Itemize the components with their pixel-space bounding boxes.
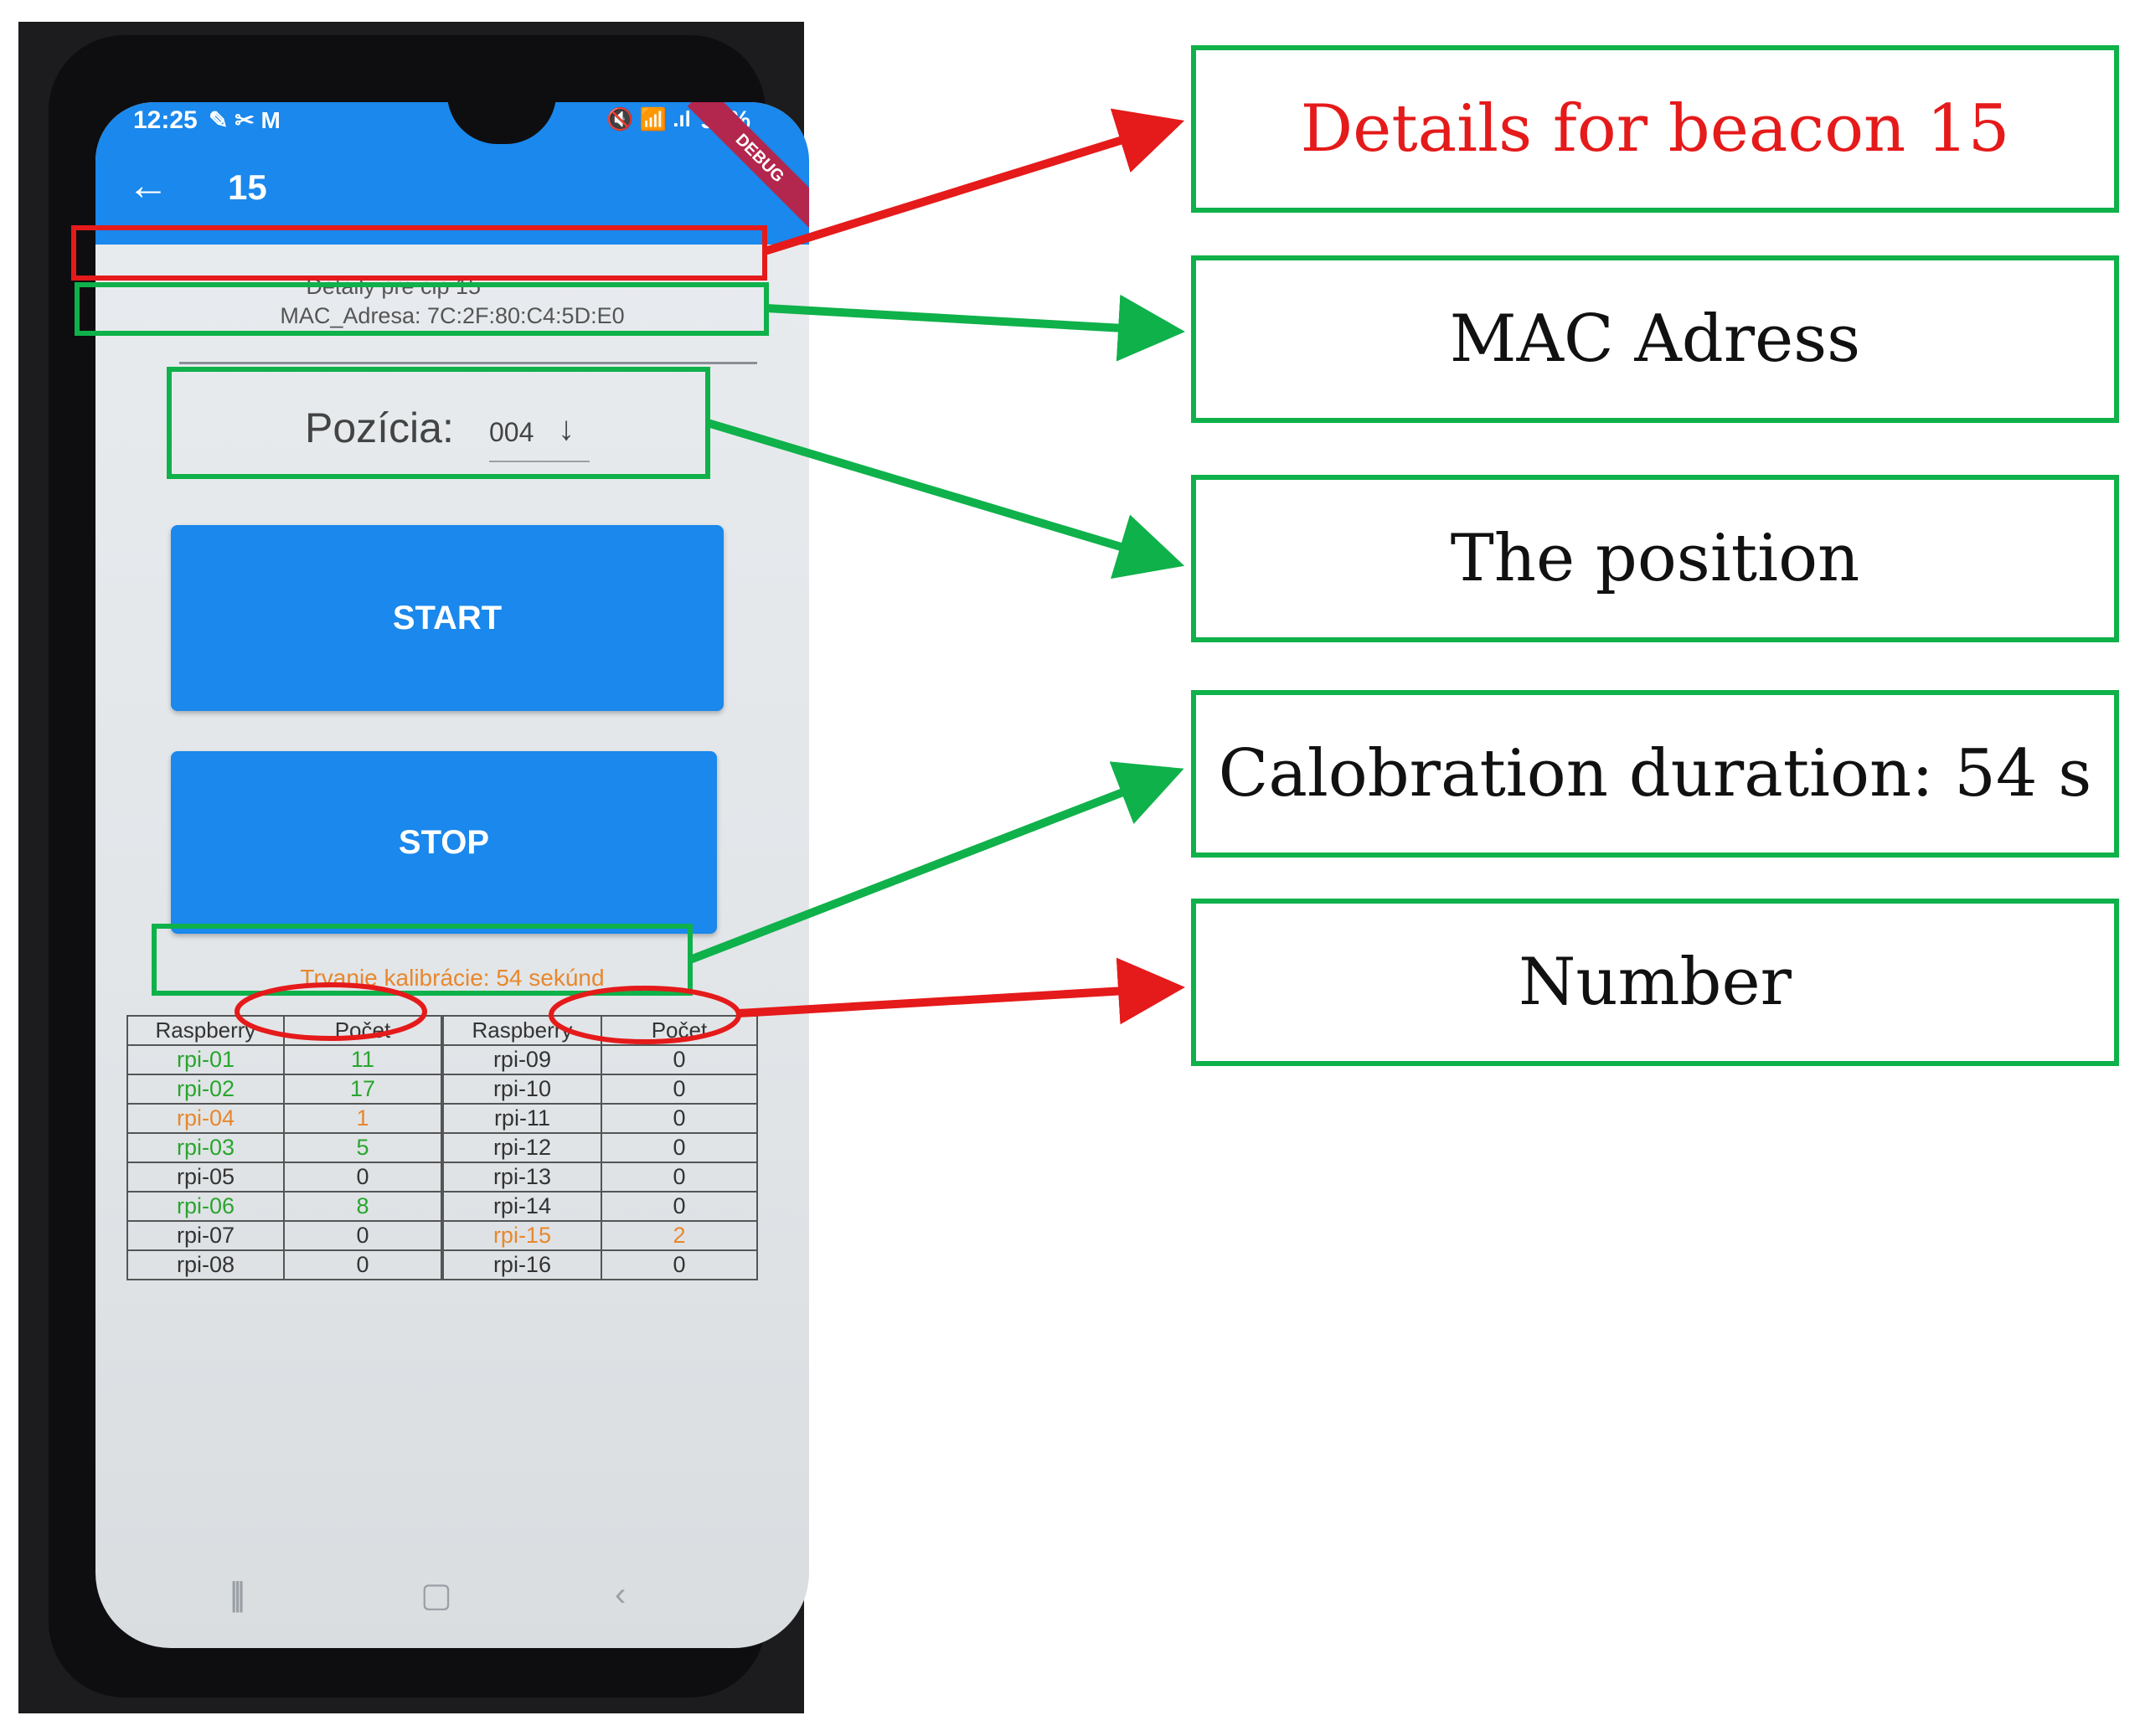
raspberry-name-cell: rpi-15 [442,1220,602,1251]
raspberry-name-cell: rpi-16 [442,1249,602,1280]
start-button[interactable]: START [171,525,724,711]
count-cell: 0 [600,1074,759,1105]
app-bar: 12:25 ✎ ✂ M 🔇 📶 .ıl 98% DEBUG ← 15 [95,102,809,245]
divider [179,362,757,364]
arrow-mac [766,294,1185,362]
position-dropdown[interactable]: 004 ↓ [489,410,590,462]
annotation-position: The position [1191,475,2119,642]
count-cell: 2 [600,1220,759,1251]
raspberry-name-cell: rpi-06 [126,1191,285,1222]
arrow-details [763,108,1185,255]
count-cell: 0 [600,1162,759,1193]
phone-photo: 12:25 ✎ ✂ M 🔇 📶 .ıl 98% DEBUG ← 15 Detai… [18,22,809,1713]
annotation-number: Number [1191,899,2119,1066]
calibration-duration-text: Trvanie kalibrácie: 54 sekúnd [300,965,605,991]
raspberry-name-cell: rpi-13 [442,1162,602,1193]
column-header-raspberry: Raspberry [442,1015,602,1046]
recent-apps-icon[interactable]: ||| [229,1576,245,1613]
count-cell: 0 [282,1220,443,1251]
count-cell: 0 [282,1249,443,1280]
count-cell: 0 [600,1132,759,1163]
count-cell: 11 [282,1044,443,1075]
raspberry-name-cell: rpi-01 [126,1044,285,1075]
back-arrow-icon[interactable]: ← [127,162,169,209]
raspberry-name-cell: rpi-09 [442,1044,602,1075]
column-header-count: Počet [600,1015,759,1046]
status-signal-icons: 🔇 📶 .ıl [606,106,691,131]
column-header-raspberry: Raspberry [126,1015,285,1046]
raspberry-name-cell: rpi-02 [126,1074,285,1105]
count-cell: 0 [282,1162,443,1193]
annotation-mac-address: MAC Adress [1191,255,2119,423]
raspberry-name-cell: rpi-14 [442,1191,602,1222]
raspberry-name-cell: rpi-12 [442,1132,602,1163]
position-label: Pozícia: [305,404,454,451]
count-cell: 0 [600,1191,759,1222]
raspberry-name-cell: rpi-04 [126,1103,285,1134]
count-cell: 17 [282,1074,443,1105]
column-header-count: Počet [282,1015,443,1046]
raspberry-name-cell: rpi-10 [442,1074,602,1105]
count-cell: 0 [600,1103,759,1134]
annotation-details: Details for beacon 15 [1191,45,2119,213]
mac-address-text: MAC_Adresa: 7C:2F:80:C4:5D:E0 [280,303,625,328]
arrow-down-icon: ↓ [558,410,575,447]
raspberry-name-cell: rpi-03 [126,1132,285,1163]
nav-back-icon[interactable]: ‹ [615,1576,627,1613]
annotation-calibration: Calobration duration: 54 s [1191,690,2119,858]
raspberry-name-cell: rpi-11 [442,1103,602,1134]
details-title: Detaily pre cip 15 [306,274,481,299]
android-nav-bar: ||| ▢ ‹ [95,1576,809,1626]
status-notification-icons: ✎ ✂ M [209,107,281,133]
phone-screen: 12:25 ✎ ✂ M 🔇 📶 .ıl 98% DEBUG ← 15 Detai… [95,102,809,1648]
home-icon[interactable]: ▢ [420,1577,452,1614]
raspberry-name-cell: rpi-05 [126,1162,285,1193]
position-value: 004 [489,417,534,447]
status-time: 12:25 [133,106,198,134]
count-cell: 0 [600,1249,759,1280]
count-cell: 1 [282,1103,443,1134]
raspberry-name-cell: rpi-07 [126,1220,285,1251]
count-cell: 5 [282,1132,443,1163]
count-cell: 0 [600,1044,759,1075]
stop-button[interactable]: STOP [171,751,717,934]
app-bar-title: 15 [228,167,267,207]
raspberry-name-cell: rpi-08 [126,1249,285,1280]
count-cell: 8 [282,1191,443,1222]
